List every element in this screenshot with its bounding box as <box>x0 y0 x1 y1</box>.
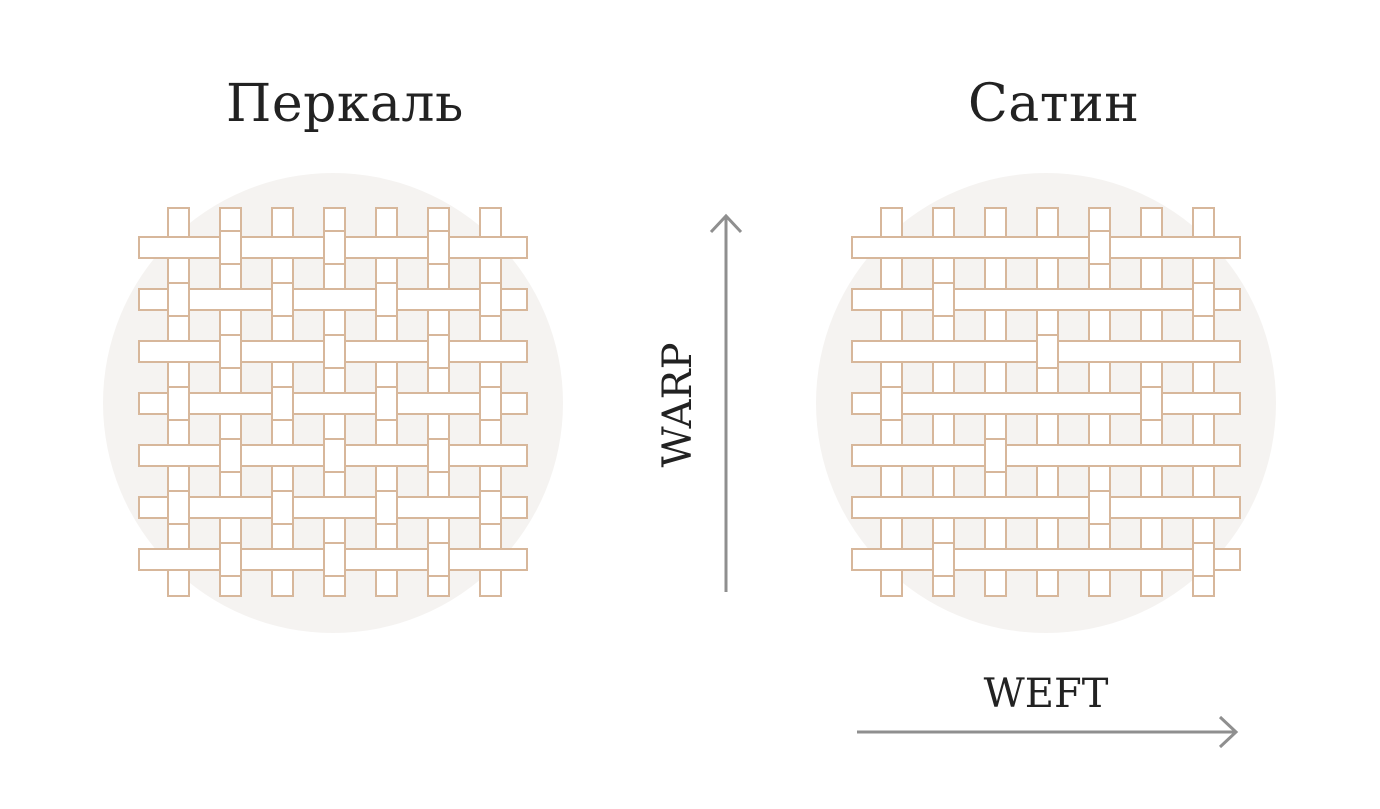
warp-overpass <box>323 542 346 577</box>
warp-overpass <box>880 386 903 421</box>
warp-arrow <box>709 213 743 592</box>
warp-overpass <box>271 490 294 525</box>
weft-thread <box>851 496 1241 519</box>
warp-overpass <box>479 386 502 421</box>
warp-overpass <box>323 438 346 473</box>
weft-thread <box>851 548 1241 571</box>
warp-overpass <box>271 282 294 317</box>
warp-overpass <box>219 334 242 369</box>
warp-overpass <box>375 490 398 525</box>
weft-thread <box>138 496 528 519</box>
warp-overpass <box>167 386 190 421</box>
warp-overpass <box>375 282 398 317</box>
weft-label: WEFT <box>984 671 1109 717</box>
weft-thread <box>138 288 528 311</box>
warp-overpass <box>932 282 955 317</box>
warp-overpass <box>323 334 346 369</box>
satin-weave <box>851 207 1241 597</box>
warp-overpass <box>219 230 242 265</box>
warp-overpass <box>167 282 190 317</box>
warp-overpass <box>427 230 450 265</box>
weft-thread <box>138 392 528 415</box>
weft-arrow <box>857 715 1239 749</box>
warp-overpass <box>1140 386 1163 421</box>
weft-thread <box>851 392 1241 415</box>
warp-overpass <box>1192 282 1215 317</box>
warp-overpass <box>427 334 450 369</box>
warp-overpass <box>1192 542 1215 577</box>
warp-overpass <box>323 230 346 265</box>
warp-overpass <box>427 438 450 473</box>
warp-overpass <box>1088 490 1111 525</box>
warp-overpass <box>1036 334 1059 369</box>
warp-label: WARP <box>655 342 701 467</box>
weft-thread <box>851 236 1241 259</box>
warp-overpass <box>427 542 450 577</box>
weft-thread <box>851 288 1241 311</box>
warp-overpass <box>932 542 955 577</box>
warp-overpass <box>1088 230 1111 265</box>
percale-weave <box>138 207 528 597</box>
warp-overpass <box>271 386 294 421</box>
warp-overpass <box>219 438 242 473</box>
warp-overpass <box>479 490 502 525</box>
weft-thread <box>851 444 1241 467</box>
title-satin: Сатин <box>968 74 1140 134</box>
warp-overpass <box>167 490 190 525</box>
title-percale: Перкаль <box>226 74 464 134</box>
warp-overpass <box>479 282 502 317</box>
warp-overpass <box>219 542 242 577</box>
warp-overpass <box>984 438 1007 473</box>
warp-overpass <box>375 386 398 421</box>
